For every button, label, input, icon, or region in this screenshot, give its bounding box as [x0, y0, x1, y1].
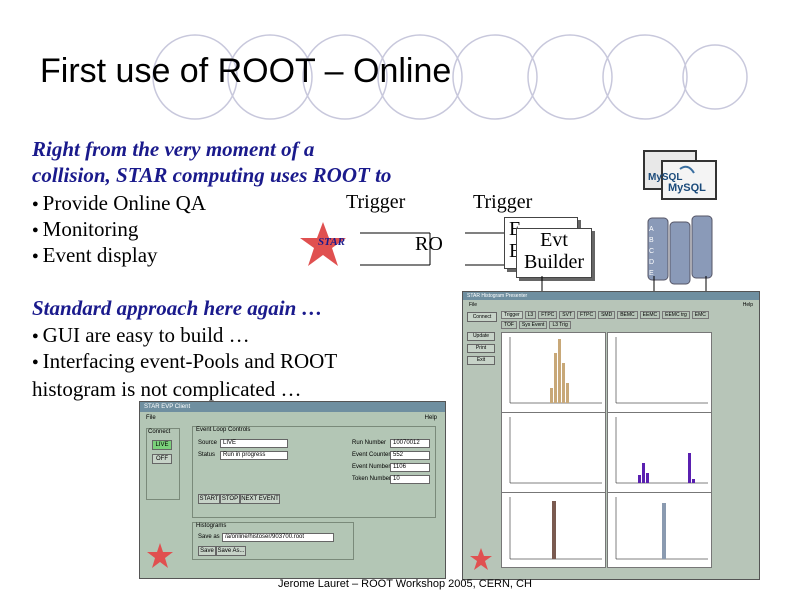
trigger-label-1: Trigger: [346, 191, 406, 213]
tab-bemc[interactable]: BEMC: [617, 311, 638, 319]
tab-l3[interactable]: L3: [524, 311, 537, 319]
event-number-label: Event Number: [352, 464, 391, 470]
bullet-online-qa: ●Provide Online QA: [32, 191, 206, 215]
star-logo-icon: [470, 548, 492, 570]
histogram-panel-1: [501, 332, 606, 413]
trigger-label-2: Trigger: [473, 191, 533, 213]
run-number-label: Run Number: [352, 440, 387, 446]
mysql-server-icon: [643, 150, 717, 200]
bullet-monitoring: ●Monitoring: [32, 217, 139, 241]
histogram-5-plot: [509, 497, 602, 560]
evt-builder-line-2: Builder: [524, 251, 584, 273]
presenter-side-buttons: Update Print Exit: [467, 332, 495, 365]
histogram-panel-5: [501, 492, 606, 568]
histogram-panel-2: [607, 332, 712, 413]
evp-title-bar: STAR EVP Client: [140, 402, 445, 412]
star-label: STAR: [318, 236, 345, 248]
tab-eemc[interactable]: EEMC: [639, 311, 661, 319]
off-button[interactable]: OFF: [152, 454, 172, 464]
subtab-tof[interactable]: TOF: [501, 321, 517, 329]
event-loop-title: Event Loop Controls: [196, 427, 251, 433]
histogram-group-title: Histograms: [196, 523, 227, 529]
live-button[interactable]: LIVE: [152, 440, 172, 450]
histogram-1-plot: [509, 337, 602, 404]
update-button[interactable]: Update: [467, 332, 495, 341]
stop-button[interactable]: STOP: [220, 494, 240, 504]
source-field[interactable]: LIVE: [220, 439, 288, 448]
database-icon: [647, 215, 713, 285]
continuation-text: histogram is not complicated …: [32, 377, 302, 401]
connect-label: Connect: [148, 429, 171, 435]
histogram-3-plot: [509, 417, 602, 484]
presenter-connect-button[interactable]: Connect: [467, 312, 497, 322]
save-as-field[interactable]: /a/online/histoser/903700.root: [222, 533, 334, 542]
presenter-subtab-bar: TOF Sys Event L3 Trig: [501, 321, 571, 329]
subtab-sys-event[interactable]: Sys Event: [518, 321, 548, 329]
start-button[interactable]: START: [198, 494, 220, 504]
ro-label: RO: [415, 233, 443, 255]
save-button[interactable]: Save: [198, 546, 216, 556]
evt-builder-box: Evt Builder: [516, 228, 592, 278]
exit-button[interactable]: Exit: [467, 356, 495, 365]
tab-ftpc-2[interactable]: FTPC: [577, 311, 597, 319]
footer-text: Jerome Lauret – ROOT Workshop 2005, CERN…: [278, 578, 532, 590]
save-as-button[interactable]: Save As...: [216, 546, 246, 556]
event-loop-group: [192, 426, 436, 518]
bullet-gui: ●GUI are easy to build …: [32, 323, 250, 347]
event-number-field: 1106: [390, 463, 430, 472]
histogram-panel-4: [607, 412, 712, 493]
histogram-6-plot: [615, 497, 708, 560]
histogram-panel-3: [501, 412, 606, 493]
section-heading: Standard approach here again …: [32, 296, 323, 320]
source-label: Source: [198, 440, 218, 446]
evp-client-window: STAR EVP Client File Help Connect LIVE O…: [139, 401, 446, 579]
next-event-button[interactable]: NEXT EVENT: [240, 494, 280, 504]
presenter-title-bar: STAR Histogram Presenter: [463, 292, 759, 300]
token-number-label: Token Number: [352, 476, 392, 482]
tab-ftpc[interactable]: FTPC: [538, 311, 558, 319]
presenter-tab-bar: Trigger L3 FTPC SVT FTPC SMD BEMC EEMC E…: [501, 311, 709, 319]
slide-title: First use of ROOT – Online: [40, 52, 452, 90]
star-logo-icon: [300, 222, 346, 266]
status-field: Run in progress: [220, 451, 288, 460]
histogram-group: [192, 522, 354, 560]
histogram-2-plot: [615, 337, 708, 404]
mysql-label: MySQL: [668, 182, 706, 194]
evp-menu-help[interactable]: Help: [424, 415, 437, 421]
flow-lines: [360, 232, 510, 266]
tab-emc[interactable]: EMC: [691, 311, 709, 319]
tab-smd[interactable]: SMD: [598, 311, 616, 319]
token-number-field: 10: [390, 475, 430, 484]
intro-line-2: collision, STAR computing uses ROOT to: [32, 163, 392, 187]
intro-line-1: Right from the very moment of a: [32, 137, 315, 161]
tab-trigger[interactable]: Trigger: [501, 311, 523, 319]
presenter-menu-help[interactable]: Help: [742, 302, 753, 308]
intro-text: Right from the very moment of a collisio…: [32, 136, 472, 188]
event-counter-label: Event Counter: [352, 452, 391, 458]
status-label: Status: [198, 452, 216, 458]
tab-eemc-trg[interactable]: EEMC trg: [662, 311, 690, 319]
histogram-4-plot: [615, 417, 708, 484]
mysql-label-back: MySQL: [648, 172, 683, 183]
event-counter-field: 552: [390, 451, 430, 460]
run-number-field: 10070012: [390, 439, 430, 448]
histogram-presenter-window: STAR Histogram Presenter File Help Conne…: [462, 291, 760, 580]
evp-menu-file[interactable]: File: [146, 415, 156, 421]
histogram-panel-6: [607, 492, 712, 568]
subtab-l3-trig[interactable]: L3 Trig: [549, 321, 571, 329]
decorative-circles: [152, 34, 748, 120]
star-logo-icon: [147, 543, 173, 568]
bullet-interfacing: ●Interfacing event-Pools and ROOT: [32, 349, 338, 373]
bullet-event-display: ●Event display: [32, 243, 158, 267]
print-button[interactable]: Print: [467, 344, 495, 353]
connect-group: [146, 428, 180, 500]
evt-builder-line-1: Evt: [540, 229, 568, 251]
tab-svt[interactable]: SVT: [559, 311, 576, 319]
presenter-menu-file[interactable]: File: [469, 302, 478, 308]
save-as-label: Save as: [198, 534, 220, 540]
